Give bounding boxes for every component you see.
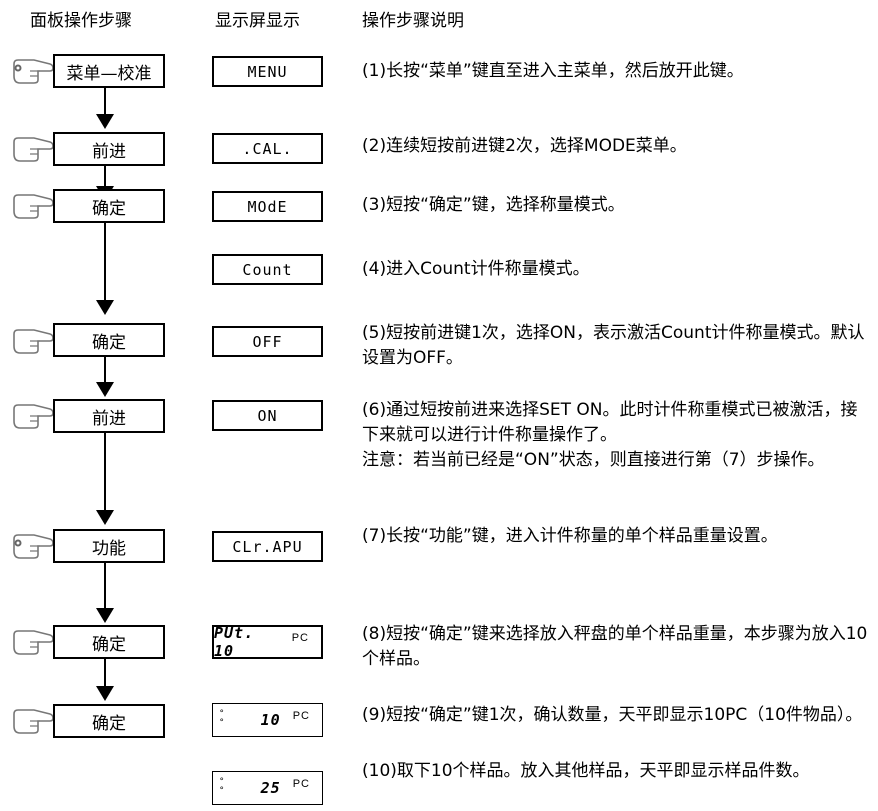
flow-arrow-down-icon [96, 686, 114, 701]
step-2-description: (2)连续短按前进键2次，选择MODE菜单。 [362, 136, 687, 156]
hand-pointer-icon [13, 137, 54, 162]
flow-connector [104, 433, 106, 513]
description-column-header: 操作步骤说明 [362, 11, 464, 31]
display-column-header: 显示屏显示 [215, 11, 300, 31]
confirm-button[interactable]: 确定 [53, 323, 165, 357]
display-value: 25 [260, 779, 281, 797]
display-screen-7: CLr.APU [212, 531, 323, 562]
step-1-description: (1)长按“菜单”键直至进入主菜单，然后放开此键。 [362, 61, 744, 81]
confirm-button[interactable]: 确定 [53, 625, 165, 659]
flow-connector [104, 659, 106, 689]
flow-connector [104, 223, 106, 303]
step-5-description: (5)短按前进键1次，选择ON，表示激活Count计件称量模式。默认设置为OFF… [362, 323, 865, 368]
flow-connector [104, 563, 106, 611]
flow-connector [104, 166, 106, 190]
flow-arrow-down-icon [96, 382, 114, 397]
display-indicator-dots: °° [219, 777, 226, 796]
confirm-button[interactable]: 确定 [53, 704, 165, 738]
display-screen-5: OFF [212, 326, 323, 357]
panel-column-header: 面板操作步骤 [30, 11, 132, 31]
flow-arrow-down-icon [96, 608, 114, 623]
hand-pointer-pressed-icon [13, 534, 54, 559]
step-4-description: (4)进入Count计件称量模式。 [362, 259, 590, 279]
flow-arrow-down-icon [96, 300, 114, 315]
step-6-description: (6)通过短按前进来选择SET ON。此时计件称重模式已被激活，接下来就可以进行… [362, 400, 858, 445]
display-value: PUt. 10 [214, 624, 255, 660]
step-3-description: (3)短按“确定”键，选择称量模式。 [362, 195, 625, 215]
display-screen-10: °° 25 PC [212, 771, 323, 805]
display-value: 10 [260, 711, 281, 729]
hand-pointer-pressed-icon [13, 59, 54, 84]
step-6-note: 注意：若当前已经是“ON”状态，则直接进行第（7）步操作。 [362, 450, 825, 470]
function-button[interactable]: 功能 [53, 529, 165, 563]
flow-arrow-down-icon [96, 114, 114, 129]
flow-connector [104, 357, 106, 385]
display-screen-8: PUt. 10 PC [212, 624, 323, 660]
display-unit: PC [292, 778, 310, 790]
forward-button[interactable]: 前进 [53, 132, 165, 166]
step-8-description: (8)短按“确定”键来选择放入秤盘的单个样品重量，本步骤为放入10个样品。 [362, 624, 868, 669]
display-screen-3: MOdE [212, 191, 323, 222]
step-9-description: (9)短按“确定”键1次，确认数量，天平即显示10PC（10件物品）。 [362, 705, 863, 725]
display-screen-2: .CAL. [212, 133, 323, 164]
display-indicator-dots: °° [219, 709, 226, 728]
menu-calibrate-button[interactable]: 菜单—校准 [53, 54, 165, 88]
hand-pointer-icon [13, 194, 54, 219]
confirm-button[interactable]: 确定 [53, 189, 165, 223]
forward-button[interactable]: 前进 [53, 399, 165, 433]
hand-pointer-icon [13, 709, 54, 734]
display-unit: PC [292, 710, 310, 722]
hand-pointer-icon [13, 630, 54, 655]
display-unit: PC [291, 632, 309, 644]
display-screen-4: Count [212, 254, 323, 285]
display-screen-6: ON [212, 400, 323, 431]
step-10-description: (10)取下10个样品。放入其他样品，天平即显示样品件数。 [362, 761, 810, 781]
flow-arrow-down-icon [96, 510, 114, 525]
hand-pointer-icon [13, 404, 54, 429]
display-screen-1: MENU [212, 56, 323, 87]
flow-connector [104, 88, 106, 116]
hand-pointer-icon [13, 329, 54, 354]
display-screen-9: °° 10 PC [212, 703, 323, 737]
step-7-description: (7)长按“功能”键，进入计件称量的单个样品重量设置。 [362, 526, 778, 546]
